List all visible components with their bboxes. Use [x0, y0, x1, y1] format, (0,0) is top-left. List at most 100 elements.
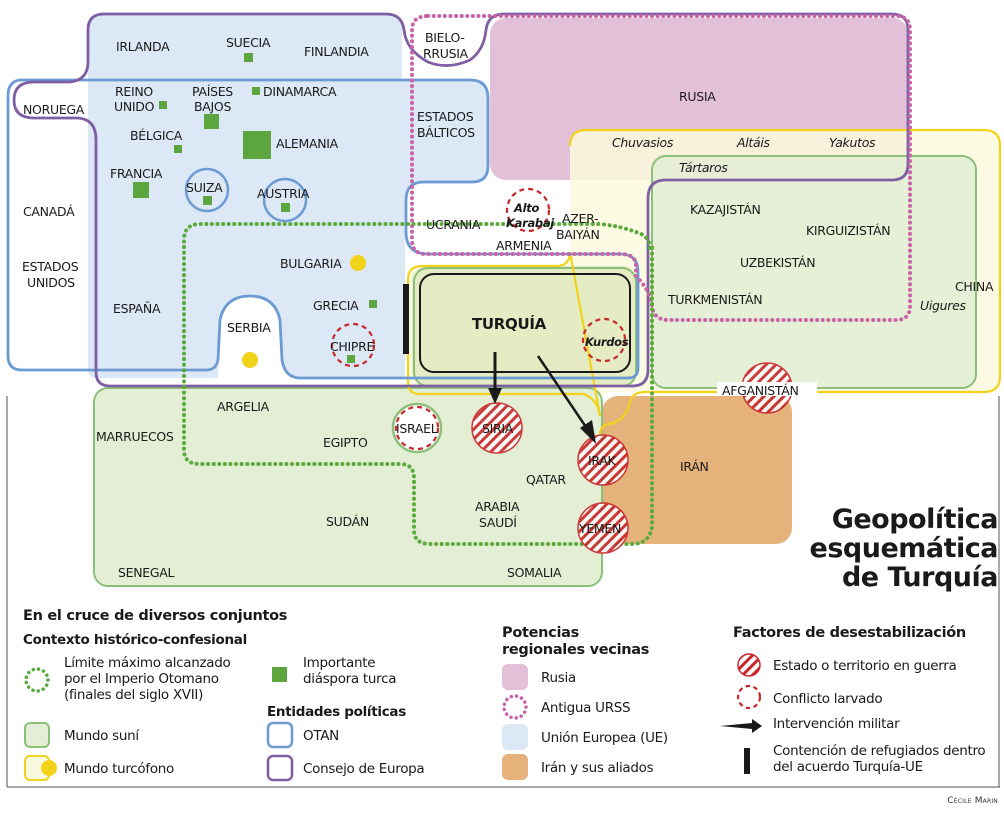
label-armenia: ARMENIA — [496, 238, 552, 253]
label-marruecos: MARRUECOS — [96, 429, 174, 444]
label-uigures: Uigures — [920, 298, 967, 313]
label-sudan: SUDÁN — [326, 514, 369, 529]
suiza-circle — [184, 167, 230, 213]
legend-eu-icon — [502, 724, 528, 750]
credit: Cécile Marin — [947, 796, 998, 806]
label-afganistan: AFGANISTÁN — [722, 383, 799, 398]
label-iran: IRÁN — [680, 459, 709, 474]
label-argelia: ARGELIA — [217, 399, 270, 414]
label-siria: SIRIA — [482, 421, 514, 436]
label-altais: Altáis — [736, 135, 771, 150]
legend-sunni: Mundo suní — [64, 728, 140, 744]
war-siria — [471, 402, 523, 454]
legend-diaspora-2: diáspora turca — [303, 671, 396, 687]
label-bielorrusia-1: BIELO- — [425, 30, 465, 45]
label-paises-bajos-1: PAÍSES — [192, 84, 233, 99]
legend-council: Consejo de Europa — [303, 761, 424, 777]
label-suiza: SUIZA — [186, 180, 223, 195]
legend-latent: Conflicto larvado — [773, 691, 882, 707]
diaspora-marker-austria — [281, 203, 290, 212]
legend-diaspora-icon — [272, 667, 287, 682]
iran-region — [602, 396, 792, 544]
diaspora-marker-dinamarca — [252, 87, 260, 95]
label-irlanda: IRLANDA — [116, 39, 170, 54]
military-arrow-siria — [488, 352, 502, 404]
legend-powers-title-1: Potencias — [502, 625, 579, 641]
diaspora-marker-paises-bajos — [204, 114, 219, 129]
legend-refugees-2: del acuerdo Turquía-UE — [773, 759, 923, 775]
legend-military: Intervención militar — [773, 716, 900, 732]
legend-diaspora-1: Importante — [303, 655, 375, 671]
diaspora-marker-grecia — [369, 300, 377, 308]
label-alemania: ALEMANIA — [276, 136, 339, 151]
label-belgica: BÉLGICA — [130, 128, 183, 143]
legend-powers-title-2: regionales vecinas — [502, 642, 649, 658]
label-kirguizistan: KIRGUIZISTÁN — [806, 223, 890, 238]
austria-circle — [262, 177, 308, 223]
council-of-europe-outline — [12, 12, 910, 388]
diaspora-marker-suiza — [203, 196, 212, 205]
label-kurdos: Kurdos — [585, 335, 629, 349]
label-austria: AUSTRIA — [257, 186, 310, 201]
turkic-outline — [406, 128, 1002, 437]
title-line-2: esquemática — [810, 533, 998, 564]
label-chuvasios: Chuvasios — [612, 135, 674, 150]
legend-war-icon — [737, 653, 761, 677]
latent-conflict-kurdos — [581, 317, 627, 363]
country-labels: IRLANDA SUECIA FINLANDIA REINO UNIDO PAÍ… — [22, 30, 994, 580]
label-alto-karabaj-2: Karabaj — [506, 216, 555, 230]
turkey-outline — [419, 273, 631, 373]
label-reino-unido-1: REINO — [115, 84, 153, 99]
legend: En el cruce de diversos conjuntos Contex… — [23, 608, 986, 782]
legend-refugees-icon — [744, 748, 750, 774]
label-chipre: CHIPRE — [330, 339, 375, 354]
legend-russia: Rusia — [541, 670, 576, 686]
label-rusia: RUSIA — [679, 89, 716, 104]
label-dinamarca: DINAMARCA — [263, 84, 337, 99]
label-kazajistan: KAZAJISTÁN — [690, 202, 761, 217]
legend-turkic: Mundo turcófono — [64, 761, 174, 777]
people-labels: Chuvasios Altáis Yakutos Tártaros Uigure… — [506, 135, 967, 349]
title-line-3: de Turquía — [842, 562, 998, 593]
label-serbia: SERBIA — [227, 320, 271, 335]
legend-council-icon — [266, 754, 294, 782]
diaspora-markers — [133, 53, 377, 363]
legend-russia-icon — [502, 664, 528, 690]
ottoman-empire-outline — [182, 222, 654, 546]
label-irak: IRAK — [588, 453, 617, 468]
label-canada: CANADÁ — [23, 204, 75, 219]
label-tartaros: Tártaros — [679, 160, 728, 175]
label-estados-balticos-2: BÁLTICOS — [417, 125, 475, 140]
legend-ussr: Antigua URSS — [541, 700, 630, 716]
label-bielorrusia-2: RRUSIA — [423, 46, 469, 61]
label-suecia: SUECIA — [226, 35, 271, 50]
legend-turkic-dot-icon — [41, 760, 57, 776]
legend-refugees-1: Contención de refugiados dentro — [773, 743, 985, 759]
legend-ottoman-1: Límite máximo alcanzado — [64, 655, 231, 671]
legend-latent-icon — [736, 684, 762, 710]
legend-ottoman-3: (finales del siglo XVII) — [64, 687, 203, 703]
label-estados-unidos-2: UNIDOS — [27, 275, 75, 290]
latent-conflict-israel — [391, 402, 443, 454]
latent-conflict-chipre — [330, 322, 376, 368]
label-turkmenistan: TURKMENISTÁN — [667, 292, 762, 307]
turkic-dot-serbia — [242, 352, 258, 368]
military-arrow-irak — [536, 355, 596, 444]
legend-ussr-icon — [502, 694, 528, 720]
afganistan-label-bg — [717, 382, 817, 396]
war-irak — [577, 434, 629, 486]
label-yemen: YEMEN — [578, 521, 621, 536]
label-azerbaiyan-2: BAIYÁN — [556, 227, 600, 242]
legend-heading: En el cruce de diversos conjuntos — [23, 608, 287, 624]
label-arabia-saudi-1: ARABIA — [475, 499, 520, 514]
sunni-region-asia — [652, 156, 976, 388]
label-turquia: TURQUÍA — [472, 314, 547, 333]
label-finlandia: FINLANDIA — [304, 44, 369, 59]
label-china: CHINA — [955, 279, 994, 294]
diaspora-marker-suecia — [244, 53, 253, 62]
turkey-region-fill — [412, 266, 636, 386]
label-yakutos: Yakutos — [829, 135, 876, 150]
title-line-1: Geopolítica — [832, 504, 998, 535]
label-alto-karabaj-1: Alto — [513, 201, 539, 215]
legend-ottoman-2: por el Imperio Otomano — [64, 671, 219, 687]
